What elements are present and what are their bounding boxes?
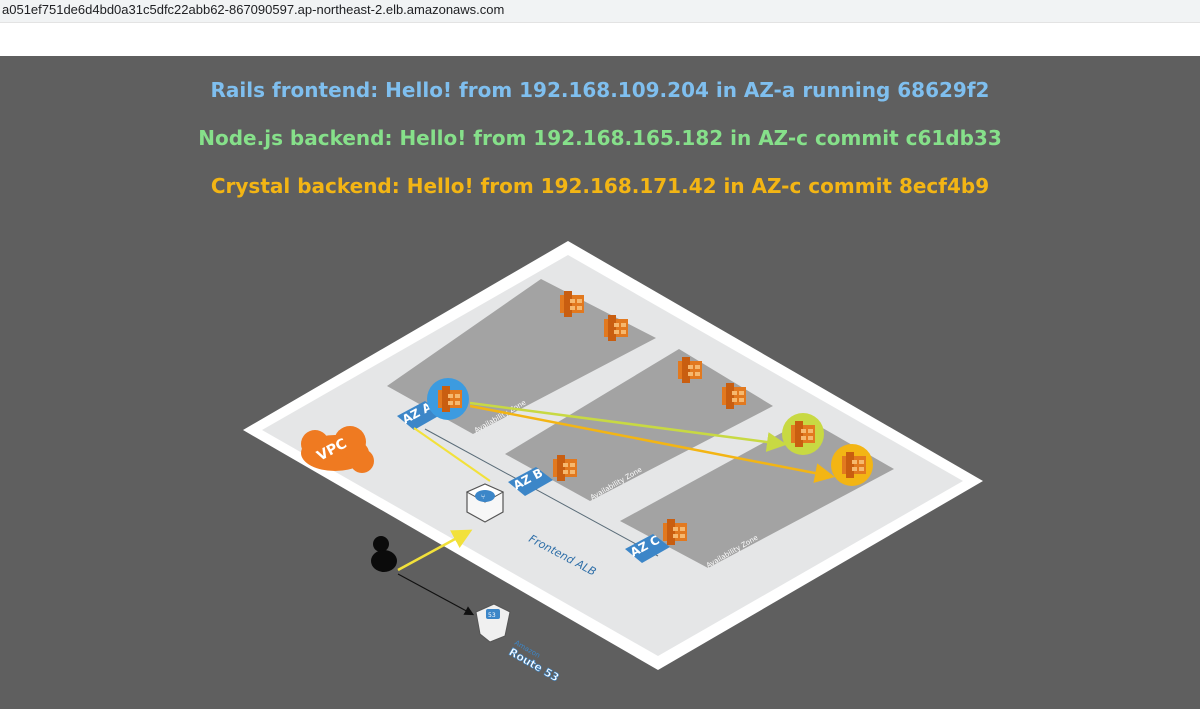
nodejs-backend-message: Node.js backend: Hello! from 192.168.165…: [198, 126, 1002, 150]
architecture-diagram: Availability Zone Availability Zone Avai…: [243, 241, 983, 685]
link-to-crystal: [469, 404, 835, 483]
vpc-cloud-icon: VPC: [301, 426, 374, 473]
user-icon: [371, 536, 397, 572]
svg-text:⑂: ⑂: [481, 493, 485, 501]
toolbar-gap: [0, 23, 1200, 56]
crystal-backend-instance-icon: [831, 444, 873, 486]
svg-text:53: 53: [488, 612, 496, 619]
address-bar[interactable]: a051ef751de6d4bd0a31c5dfc22abb62-8670905…: [0, 0, 1200, 23]
nodejs-backend-instance-icon: [782, 413, 824, 455]
rails-frontend-message: Rails frontend: Hello! from 192.168.109.…: [210, 78, 990, 102]
rails-frontend-instance-icon: [427, 378, 469, 420]
user-to-route53-link: [397, 573, 475, 616]
user-to-alb-link: [397, 529, 473, 572]
alb-to-frontend-link: [413, 427, 491, 482]
load-balancer-icon: ⑂: [465, 483, 505, 523]
link-to-nodejs: [469, 401, 787, 452]
page-content: Rails frontend: Hello! from 192.168.109.…: [0, 56, 1200, 709]
alb-line: [424, 428, 659, 557]
route53-icon: 53: [475, 603, 511, 643]
url-text: a051ef751de6d4bd0a31c5dfc22abb62-8670905…: [2, 2, 505, 17]
crystal-backend-message: Crystal backend: Hello! from 192.168.171…: [210, 174, 990, 198]
zone-c-area: [620, 419, 894, 568]
